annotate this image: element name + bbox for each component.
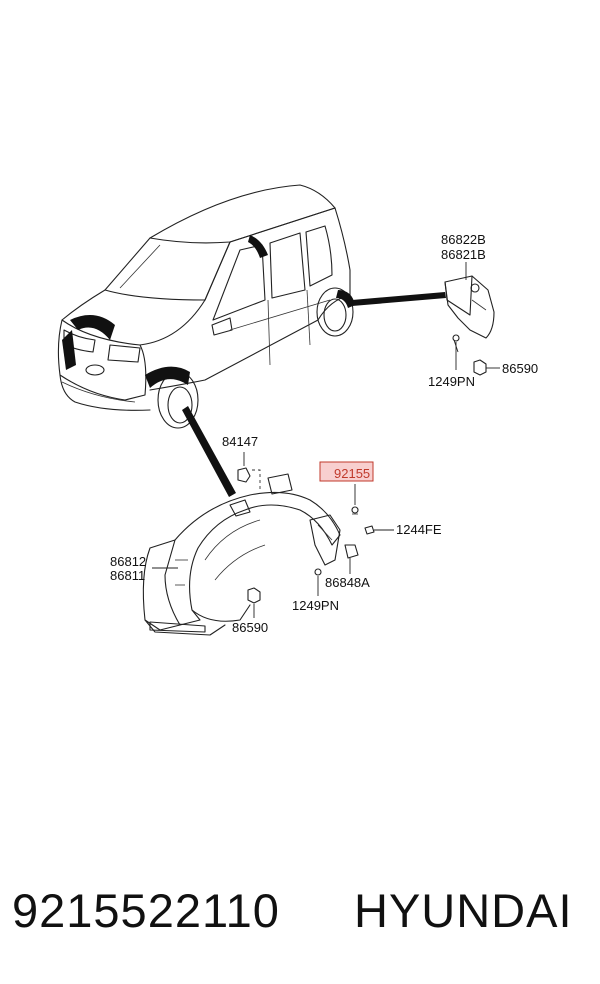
label-86812: 86812 [110,554,146,569]
label-84147: 84147 [222,434,258,449]
wheel-guard [142,473,341,636]
label-1244FE: 1244FE [396,522,442,537]
hardware [237,452,394,618]
label-86822B: 86822B [441,232,486,247]
label-front-1249PN: 1249PN [292,598,339,613]
part-number: 9215522110 [12,883,280,937]
label-92155: 92155 [334,466,370,481]
footer: 9215522110 HYUNDAI [0,870,600,950]
rear-bracket [444,262,500,376]
label-rear-86590: 86590 [502,361,538,376]
label-front-86590: 86590 [232,620,268,635]
label-86811: 86811 [110,568,145,583]
brand-name: HYUNDAI [354,883,573,937]
label-rear-1249PN: 1249PN [428,374,475,389]
callout-line-rear [352,292,446,306]
label-86848A: 86848A [325,575,370,590]
highlight-box [319,461,374,482]
label-86821B: 86821B [441,247,486,262]
callout-line-front [182,406,236,497]
car-illustration [57,184,355,429]
